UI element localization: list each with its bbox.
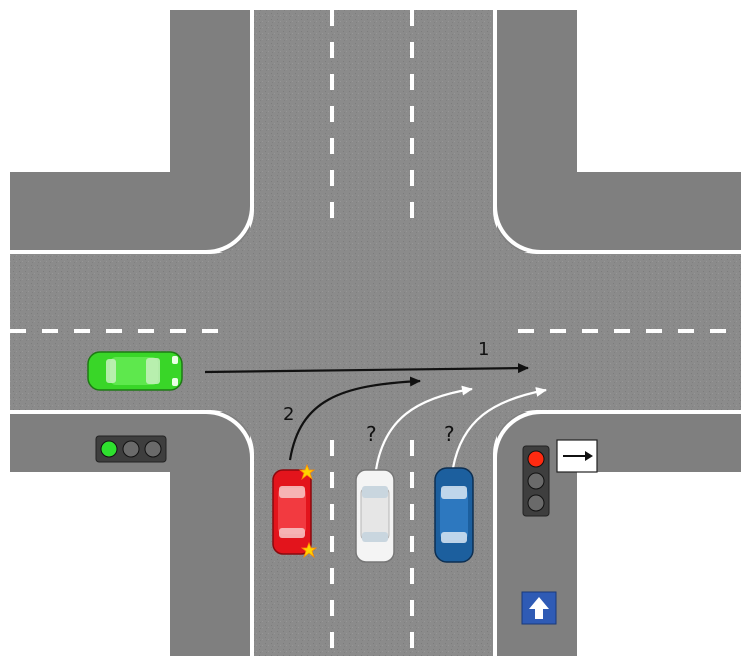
corner-top-right-upper (497, 10, 577, 252)
curb-bottom-right (493, 410, 741, 656)
trajectories (204, 363, 547, 471)
red-car[interactable] (272, 463, 318, 559)
blue-car-question-mark: ? (444, 422, 455, 446)
curb-fill-bl (210, 410, 254, 454)
signal-amber-lamp-2 (527, 472, 545, 490)
corner-bottom-left-lower (170, 412, 250, 656)
signal-red-lamp (144, 440, 162, 458)
one-way-sign (521, 591, 557, 625)
curb-top-left (10, 10, 254, 254)
blue-car-path-arrow (451, 386, 547, 469)
green-car[interactable] (87, 351, 183, 391)
signal-amber-lamp (122, 440, 140, 458)
blue-car[interactable] (434, 467, 474, 563)
curb-top-right (493, 10, 741, 254)
curb-lines (10, 10, 741, 656)
right-arrow-icon (563, 451, 593, 461)
route-1-arrow (204, 363, 529, 374)
route-2-label: 2 (283, 404, 294, 425)
indicator-flash-front-icon (298, 463, 316, 481)
curb-fill-tr (493, 210, 537, 254)
signal-red-lamp-active (527, 450, 545, 468)
curb-fill-tl (210, 210, 254, 254)
white-car[interactable] (355, 469, 395, 563)
right-arrow-section (556, 439, 598, 473)
route-1-label: 1 (478, 339, 489, 360)
curb-bottom-left (10, 410, 254, 656)
white-car-question-mark: ? (366, 422, 377, 446)
traffic-light-right (522, 445, 550, 517)
white-car-path-arrow (374, 385, 473, 471)
traffic-light-left (95, 435, 167, 463)
curb-fill-br (493, 410, 537, 454)
route-2-arrow (288, 376, 421, 461)
up-arrow-icon (529, 597, 549, 619)
signal-green-lamp (100, 440, 118, 458)
signal-green-lamp-2 (527, 494, 545, 512)
corner-top-left-upper (170, 10, 250, 252)
lane-markings (10, 10, 741, 656)
indicator-flash-rear-icon (300, 541, 318, 559)
